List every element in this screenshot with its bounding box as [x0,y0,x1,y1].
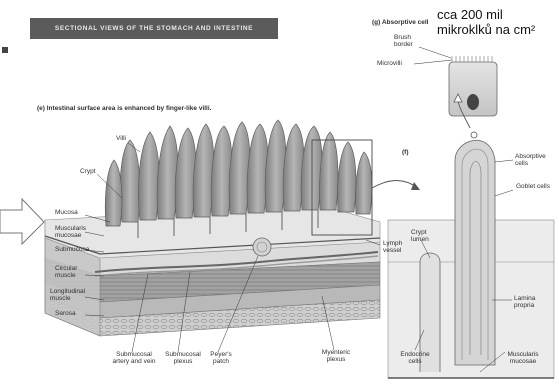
label-longitudinal-muscle: Longitudinal muscle [50,289,94,303]
label-submucosa: Submucosa [55,247,89,254]
label-submucosal-plexus: Submucosal plexus [162,352,204,366]
label-crypt-lumen: Crypt lumen [411,230,437,244]
label-microvilli: Microvilli [377,61,402,68]
absorptive-cell [414,47,497,116]
label-muscularis-mucosae: Muscularis mucosae [55,226,95,240]
label-brush-border: Brush border [394,35,420,49]
caption-panel-f: (f) [402,150,409,157]
label-submucosal-artery-vein: Submucosal artery and vein [110,352,158,366]
label-lymph-vessel: Lymph vessel [383,241,413,255]
caption-panel-e: (e) Intestinal surface area is enhanced … [37,106,211,113]
label-absorptive-cells: Absorptive cells [515,154,555,168]
label-goblet-cells: Goblet cells [516,184,550,191]
label-endocrine-cells: Endocrine cells [397,352,433,366]
label-mucosa: Mucosa [55,210,78,217]
arrow-to-f [372,181,418,189]
tissue-block [45,205,380,336]
label-peyers-patch: Peyer's patch [204,352,238,366]
label-myenteric-plexus: Myenteric plexus [318,350,354,364]
label-lamina-propria: Lamina propria [514,296,550,310]
inflow-arrow [0,199,44,244]
villi-group [105,120,372,226]
villus-detail [388,132,554,378]
label-villi: Villi [116,136,126,143]
caption-panel-g: (g) Absorptive cell [372,20,428,27]
label-serosa: Serosa [55,311,76,318]
label-muscularis-mucosae-f: Muscularis mucosae [500,352,546,366]
label-crypt: Crypt [80,169,96,176]
label-circular-muscle: Circular muscle [55,266,89,280]
